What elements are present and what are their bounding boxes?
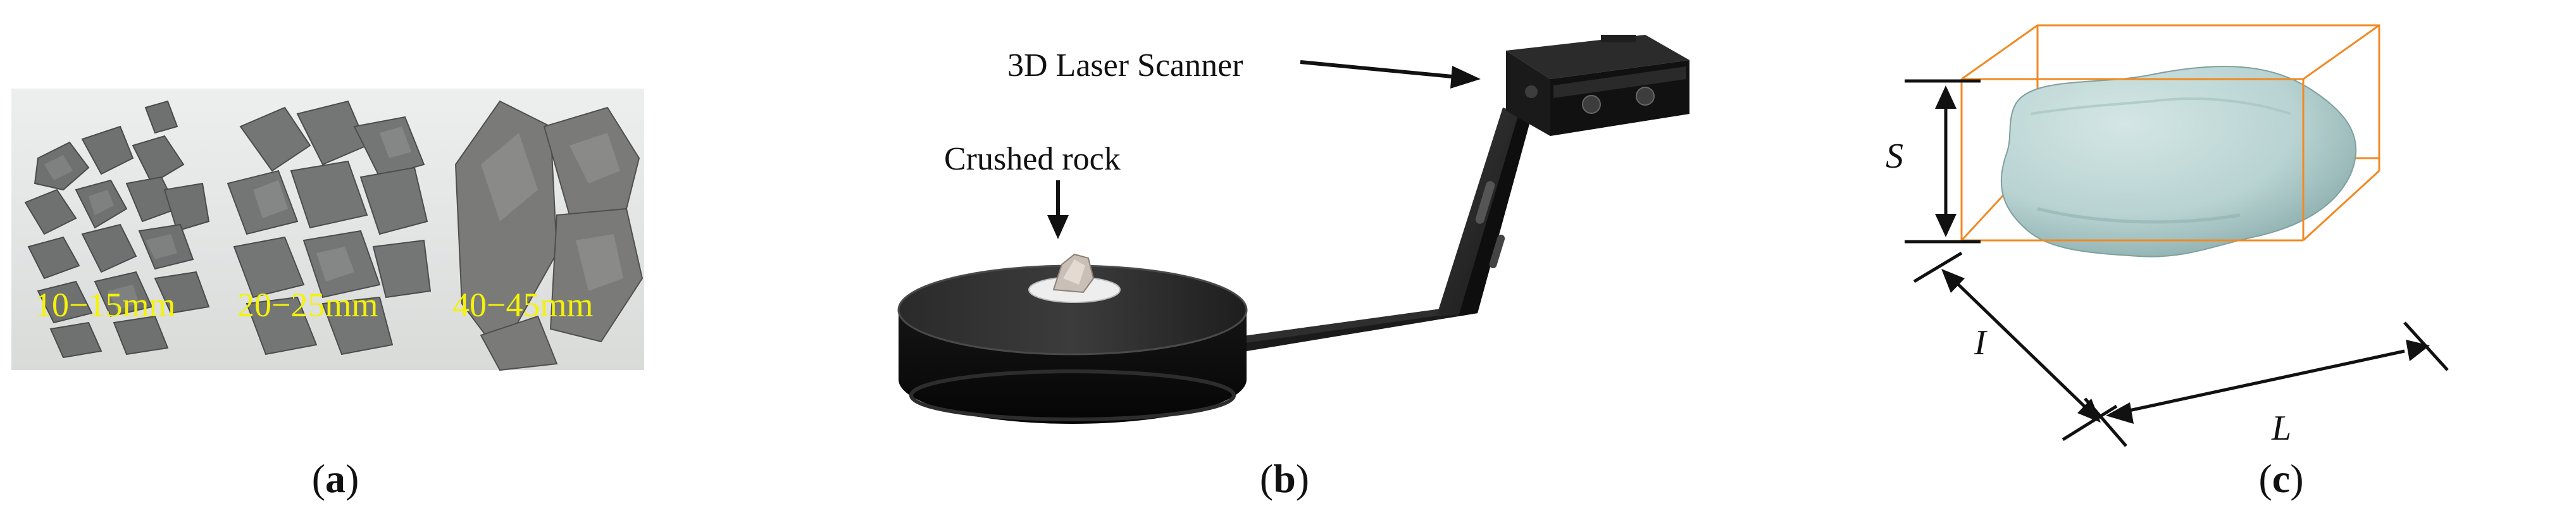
rock-callout-arrow bbox=[1047, 180, 1069, 239]
scanner-callout-arrow bbox=[1300, 60, 1481, 89]
dimension-s bbox=[1905, 79, 1981, 244]
photo-20-25mm: 20−25mm bbox=[217, 89, 432, 370]
dim-i-label: I bbox=[1974, 323, 1988, 362]
dim-s-label: S bbox=[1886, 137, 1903, 176]
panel-a-figure: 10−15mm 20−25mm bbox=[11, 89, 644, 371]
panel-c-figure: S I L bbox=[1886, 24, 2449, 448]
panel-b: 3D Laser Scanner Crushed rock (b) bbox=[823, 0, 1772, 520]
scanner-upright-arm bbox=[1436, 108, 1531, 316]
panel-c: S I L (c) bbox=[1772, 0, 2576, 520]
rock-label: Crushed rock bbox=[944, 141, 1121, 177]
rock-3d-model bbox=[2000, 65, 2357, 257]
caption-a: (a) bbox=[311, 456, 359, 501]
sample-label-1: 10−15mm bbox=[35, 286, 175, 324]
photo-40-45mm: 40−45mm bbox=[432, 89, 644, 371]
panel-a: 10−15mm 20−25mm bbox=[0, 0, 823, 520]
caption-b: (b) bbox=[1259, 456, 1310, 501]
dim-l-label: L bbox=[2271, 409, 2291, 448]
scanner-label: 3D Laser Scanner bbox=[1007, 47, 1243, 84]
panel-b-figure: 3D Laser Scanner Crushed rock bbox=[897, 35, 1689, 424]
turntable bbox=[897, 264, 1248, 424]
sample-label-2: 20−25mm bbox=[237, 286, 378, 324]
bounding-box-front bbox=[1960, 24, 2380, 242]
scanner-head bbox=[1506, 35, 1689, 136]
rock-sample bbox=[1052, 253, 1095, 294]
photo-10-15mm: 10−15mm bbox=[11, 89, 217, 370]
dimension-i bbox=[1913, 251, 2118, 442]
caption-c: (c) bbox=[2258, 456, 2304, 501]
dimension-l bbox=[2084, 321, 2449, 447]
sample-label-3: 40−45mm bbox=[452, 286, 593, 324]
